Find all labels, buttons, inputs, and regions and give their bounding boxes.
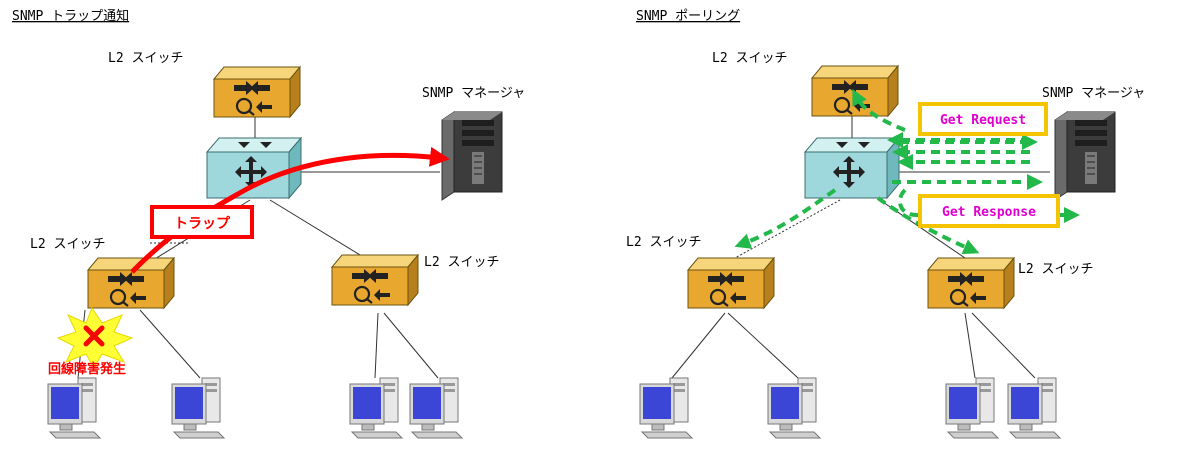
- pc-icon: [639, 377, 693, 439]
- polling-panel-heading: SNMP ポーリング: [636, 9, 740, 24]
- response-arrow: [897, 188, 1080, 223]
- trap-switch-left-label: L2 スイッチ: [30, 237, 105, 252]
- pc-icon: [47, 377, 101, 439]
- pc-icon: [945, 377, 999, 439]
- failure-x-icon: [83, 325, 105, 347]
- link-right-pc2: [383, 312, 439, 379]
- polling-panel: SNMP ポーリング L2 スイッチ SNMP マネージャ L2 スイッチ L2…: [626, 9, 1145, 439]
- pc-icon: [171, 377, 225, 439]
- failure-label: 回線障害発生: [48, 361, 126, 377]
- trap-callout: [150, 205, 254, 239]
- polling-arrows: [734, 88, 1080, 255]
- request-arrow-top: [852, 88, 906, 132]
- l3-switch-icon: [804, 137, 900, 199]
- l2-switch-icon: [330, 253, 420, 307]
- get-response-callout: [918, 194, 1060, 228]
- pc-icon: [1007, 377, 1061, 439]
- pc-icon: [409, 377, 463, 439]
- pc-icon: [767, 377, 821, 439]
- link-core-right: [269, 199, 366, 259]
- trap-callout-text: トラップ: [174, 216, 231, 232]
- l2-switch-icon: [926, 256, 1016, 310]
- l2-switch-icon: [86, 256, 176, 310]
- polling-switch-top-label: L2 スイッチ: [712, 51, 787, 66]
- l2-switch-icon: [810, 64, 900, 118]
- link-left-pc2: [727, 312, 799, 379]
- trap-panel: SNMP トラップ通知 L2 スイッチ SNMP マネージャ L2 スイッチ L…: [12, 8, 525, 439]
- link-right-pc1: [374, 312, 379, 379]
- get-response-label: Get Response: [942, 205, 1036, 220]
- get-request-label: Get Request: [940, 113, 1026, 128]
- link-right-pc1: [964, 312, 976, 379]
- link-right-pc2: [971, 312, 1036, 379]
- trap-panel-heading: SNMP トラップ通知: [12, 8, 129, 24]
- link-left-pc2: [139, 309, 201, 379]
- trap-switch-top-label: L2 スイッチ: [108, 51, 183, 66]
- polling-manager-label: SNMP マネージャ: [1042, 86, 1145, 101]
- get-request-callout: [918, 102, 1048, 136]
- l3-switch-icon: [206, 137, 302, 199]
- request-arrow-left: [734, 188, 837, 249]
- l2-switch-icon: [212, 65, 302, 119]
- trap-switch-right-label: L2 スイッチ: [424, 255, 499, 270]
- trap-manager-label: SNMP マネージャ: [422, 86, 525, 101]
- polling-switch-left-label: L2 スイッチ: [626, 235, 701, 250]
- server-icon: [441, 111, 503, 201]
- server-icon: [1054, 111, 1116, 201]
- link-left-pc1: [671, 312, 726, 379]
- pc-icon: [349, 377, 403, 439]
- l2-switch-icon: [686, 256, 776, 310]
- link-core-left: [734, 199, 841, 259]
- polling-switch-right-label: L2 スイッチ: [1018, 262, 1093, 277]
